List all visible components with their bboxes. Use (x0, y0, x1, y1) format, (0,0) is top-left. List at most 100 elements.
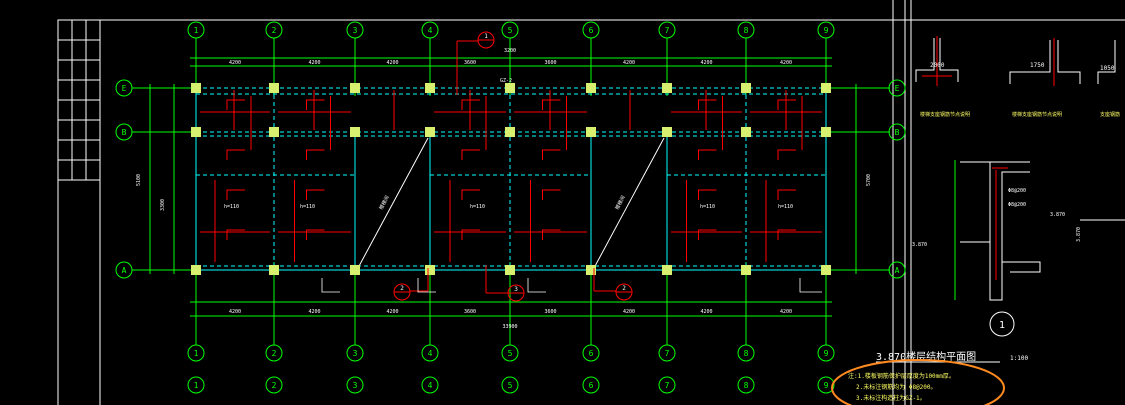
section-marker-bottom-mid: 3 (485, 265, 525, 302)
detail-2 (1009, 38, 1081, 86)
rebar-hook-3-3 (542, 229, 561, 240)
axis-bubble-top-9-label: 9 (824, 26, 829, 35)
dim-bottom-total: 33900 (502, 324, 517, 330)
axis-bubble-bottom-1-label: 1 (194, 349, 199, 358)
axis-bubble-bottom-2-label: 2 (272, 349, 277, 358)
column-4-0 (505, 83, 515, 93)
axis-bubble-bottom-8 (737, 344, 755, 362)
rebar-hook-2-0 (461, 99, 480, 110)
section-detail (954, 160, 1125, 301)
axis-bubble-top-7 (658, 21, 676, 39)
axis-bubble-footer-1-label: 1 (194, 381, 199, 390)
axis-bubble-bottom-7 (658, 344, 676, 362)
axis-bubble-bottom-3 (346, 344, 364, 362)
title-block: 3.870楼层结构平面图 注:1.楼板钢筋保护层厚度为100mm厚。 2.未标注… (831, 350, 1005, 405)
axis-bubble-footer-3-label: 3 (353, 381, 358, 390)
section-marker-top: 1 (456, 31, 495, 95)
dim-span-top-0: 4200 (229, 60, 241, 66)
elevation-3: 3.870 (1076, 227, 1082, 242)
axis-bubble-bottom-6-label: 6 (589, 349, 594, 358)
column-0-2 (191, 265, 201, 275)
column-7-0 (741, 83, 751, 93)
scale-label: 1:100 (1010, 355, 1028, 362)
dim-top-total: 3200 (504, 48, 516, 54)
axis-bubble-right-A (888, 261, 906, 279)
section-marker-top-label: 1 (484, 33, 488, 40)
rebar-note-2: Φ8@200 (1008, 202, 1026, 208)
axis-bubble-top-2-label: 2 (272, 26, 277, 35)
axis-bubble-bottom-5 (501, 344, 519, 362)
dim-span-bottom-7: 4200 (780, 309, 792, 315)
dim-span-bottom-0: 4200 (229, 309, 241, 315)
axis-bubble-bottom-2 (265, 344, 283, 362)
rebar-hook-5-1 (777, 149, 796, 160)
detail-2-caption: 楼梯支座钢筋节点说明 (1012, 111, 1062, 118)
detail-panel: 2000 楼梯支座钢筋节点说明 1750 楼梯支座钢筋节点说明 1050 支座钢… (912, 36, 1125, 362)
axis-bubble-footer-6 (582, 376, 600, 394)
left-title-grid (57, 20, 100, 181)
column-2-2 (350, 265, 360, 275)
axis-bubble-top-8 (737, 21, 755, 39)
axis-bubble-right-B-label: B (895, 128, 900, 137)
axis-bubble-footer-1 (187, 376, 205, 394)
axis-bubble-bottom-3-label: 3 (353, 349, 358, 358)
section-marker-br-label: 2 (622, 285, 626, 292)
column-8-0 (821, 83, 831, 93)
axis-bubble-bottom-9-label: 9 (824, 349, 829, 358)
rebar-hook-1-1 (306, 149, 325, 160)
column-7-1 (741, 127, 751, 137)
rebar-hook-0-2 (226, 189, 245, 200)
column-2-1 (350, 127, 360, 137)
axis-bubble-bottom-6 (582, 344, 600, 362)
dim-span-top-6: 4200 (700, 60, 712, 66)
column-7-2 (741, 265, 751, 275)
axis-bubble-footer-9-label: 9 (824, 381, 829, 390)
axis-bubble-footer-4 (421, 376, 439, 394)
axis-bubble-bottom-1 (187, 344, 205, 362)
detail-1-caption: 楼梯支座钢筋节点说明 (920, 111, 970, 118)
dim-left-vertical: 5100 (136, 174, 142, 186)
axis-bubble-top-1-label: 1 (194, 26, 199, 35)
axis-bubble-footer-7-label: 7 (665, 381, 670, 390)
rebar-hook-4-3 (698, 229, 717, 240)
slab-thickness-3: h=110 (470, 204, 485, 210)
column-4-1 (505, 127, 515, 137)
note-1: 注:1.楼板钢筋保护层厚度为100mm厚。 (848, 372, 955, 380)
rebar-hook-5-3 (777, 229, 796, 240)
slab-thickness-4: h=110 (700, 204, 715, 210)
axis-bubble-right-E (888, 79, 906, 97)
rebar-note-1: Φ8@200 (1008, 188, 1026, 194)
column-8-2 (821, 265, 831, 275)
column-2-0 (350, 83, 360, 93)
axis-bubble-footer-3 (346, 376, 364, 394)
rebar-hook-3-1 (542, 149, 561, 160)
note-2: 2.未标注钢筋均为 Φ8@200。 (856, 383, 937, 391)
dim-left-vertical-small: 3300 (160, 199, 166, 211)
detail-2-dim: 1750 (1030, 62, 1045, 69)
dim-span-bottom-1: 4200 (308, 309, 320, 315)
axis-bubble-bottom-4-label: 4 (428, 349, 433, 358)
detail-3-dim: 1050 (1100, 65, 1115, 72)
axis-bubble-right-A-label: A (895, 266, 900, 275)
rebar-hook-3-2 (542, 189, 561, 200)
axis-bubble-top-7-label: 7 (665, 26, 670, 35)
beam-lines (195, 87, 827, 271)
axis-bubble-footer-4-label: 4 (428, 381, 433, 390)
note-3: 3.未标注构造柱为GZ-1。 (856, 394, 926, 402)
detail-3 (1097, 40, 1116, 84)
rebar-hook-0-1 (226, 149, 245, 160)
dim-span-top-4: 3600 (544, 60, 556, 66)
axis-bubble-left-A-label: A (122, 266, 127, 275)
section-marker-bottom-left: 2 (393, 268, 429, 301)
dim-span-bottom-4: 3600 (544, 309, 556, 315)
axis-bubble-top-4-label: 4 (428, 26, 433, 35)
axis-bubble-top-4 (421, 21, 439, 39)
axis-bubble-bottom-5-label: 5 (508, 349, 513, 358)
axis-bubble-left-E (115, 79, 133, 97)
rebar-hook-0-3 (226, 229, 245, 240)
dim-right-vertical: 5700 (866, 174, 872, 186)
column-5-2 (586, 265, 596, 275)
